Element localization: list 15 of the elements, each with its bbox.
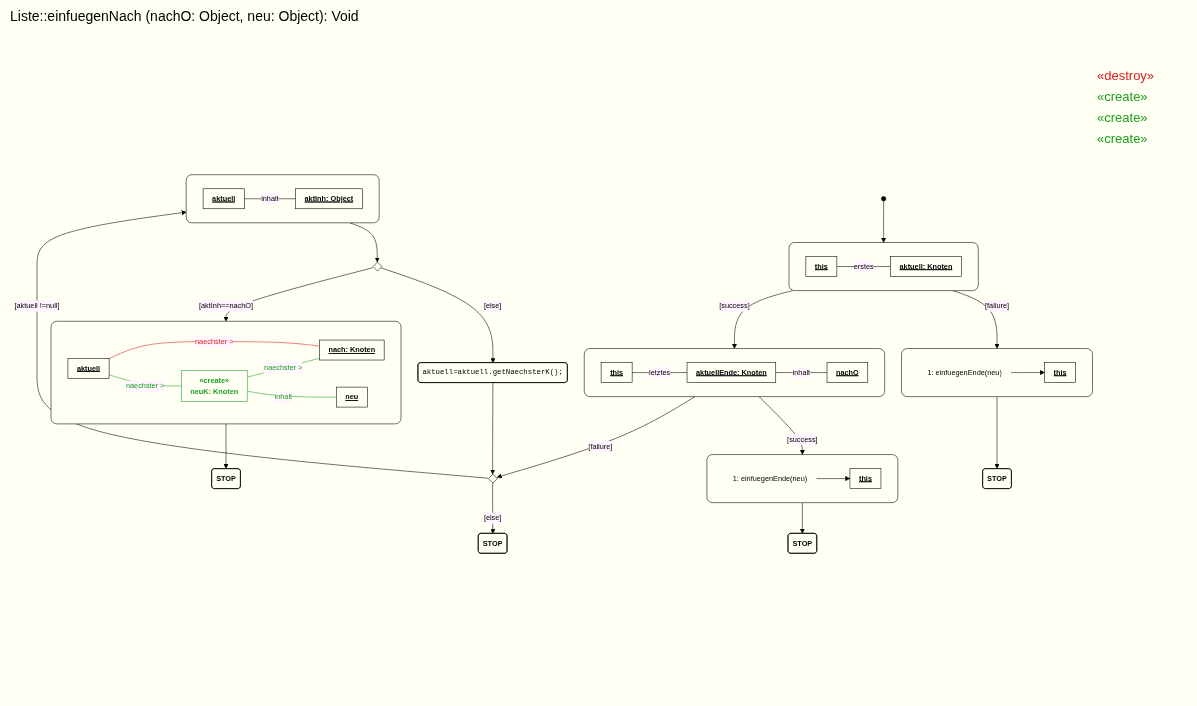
cluster <box>583 348 885 397</box>
diagram-title: Liste::einfuegenNach (nachO: Object, neu: Object): Void <box>10 8 360 24</box>
cluster <box>788 242 979 291</box>
node-circle <box>881 196 887 202</box>
stereotype-label: «create» <box>1097 110 1149 125</box>
cluster <box>901 348 1093 397</box>
cluster <box>185 174 380 224</box>
node-diamond <box>372 261 383 272</box>
stereotype-label: «destroy» <box>1097 68 1156 83</box>
cluster <box>50 321 402 425</box>
stereotype-label: «create» <box>1097 89 1149 104</box>
stereotype-label: «create» <box>1097 131 1149 146</box>
node-diamond <box>488 473 498 484</box>
cluster <box>706 454 899 503</box>
connector <box>246 358 320 378</box>
